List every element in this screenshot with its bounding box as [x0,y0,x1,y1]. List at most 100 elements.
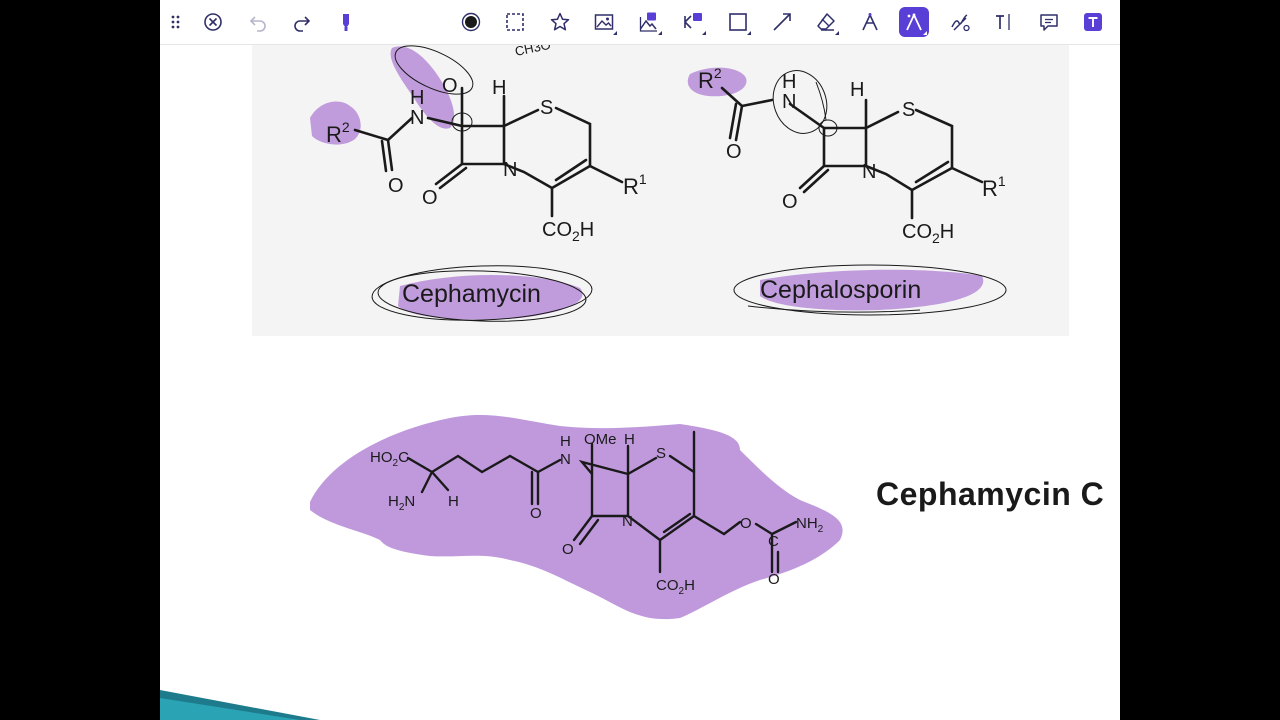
stereo-h-label: H [492,77,506,99]
eraser-icon [817,13,835,31]
cephamycin-c-atom-labels: HO2C H2N H O H N OMe H S N O O C NH2 O C… [370,431,824,597]
nh-h-label: H [410,87,424,109]
ring-nitrogen-label: N [622,513,633,530]
r2-label: R2 [698,65,722,93]
ring-h-label: H [624,431,635,448]
close-button[interactable] [198,7,228,37]
amide-oxygen-label: O [388,175,404,197]
comment-button[interactable] [1034,7,1064,37]
r2-label: R2 [326,119,350,147]
nh-n-label: N [782,91,796,113]
ho2c-label: HO2C [370,449,409,469]
pen-icon [862,13,878,31]
keyboard-input-icon [684,13,702,29]
line-icon [773,13,791,31]
submenu-indicator [613,31,617,35]
star-icon [550,12,570,31]
cephamycin-label: Cephamycin [402,280,541,308]
stereo-h-label: H [850,79,864,101]
submenu-indicator [702,31,706,35]
carboxyl-label: CO2H [902,221,954,246]
h2n-label: H2N [388,493,415,513]
eraser-button[interactable] [811,7,841,37]
cephamycin-atom-labels: R2 H N O O O H S N R1 CO2H CH3O [326,37,647,244]
star-button[interactable] [545,7,575,37]
submenu-indicator [747,31,751,35]
line-button[interactable] [767,7,797,37]
methoxy-oxygen-label: O [442,75,458,97]
carboxyl-label: CO2H [542,219,594,244]
redo-button[interactable] [287,7,317,37]
ring-nitrogen-label: N [503,159,517,181]
cephalosporin-structure [720,86,984,220]
keyboard-input-button[interactable] [678,7,708,37]
cephamycin-c-structure [406,430,798,574]
cephalosporin-highlight [687,67,984,311]
text-cursor-icon [996,14,1010,30]
sulfur-label: S [902,99,915,121]
lasso-select-icon [506,13,524,31]
pen-tool-active-button[interactable] [899,7,929,37]
nh2-label: NH2 [796,515,824,535]
text-box-button[interactable] [1078,7,1108,37]
ome-label: OMe [584,431,617,448]
slide-page: R2 H N O O O H S N R1 CO2H CH3O [160,0,1120,720]
cephalosporin-pen-annotations [733,70,1007,316]
close-icon [204,13,222,31]
nh-n-label: N [410,107,424,129]
sticker-button[interactable] [634,7,664,37]
sticker-icon [639,12,657,32]
amide-nh-h-label: H [560,433,571,450]
lactam-oxygen-label: O [782,191,798,213]
nh-h-label: H [782,71,796,93]
alpha-h-label: H [448,493,459,510]
cephamycin-structure [353,86,624,218]
comment-icon [1040,14,1058,31]
highlighter-button[interactable] [331,7,361,37]
amide-oxygen-label: O [726,141,742,163]
redo-icon [294,16,311,32]
hand-write-button[interactable] [945,7,975,37]
submenu-indicator [923,31,927,35]
rectangle-icon [729,13,747,31]
undo-icon [249,16,266,32]
pen-button[interactable] [855,7,885,37]
rectangle-button[interactable] [723,7,753,37]
ester-oxygen-label: O [740,515,752,532]
record-icon [461,12,481,32]
carboxyl-label: CO2H [656,577,695,597]
amide-n-label: N [560,451,571,468]
cephamycin-c-title: Cephamycin C [876,476,1105,512]
hand-write-icon [951,14,970,32]
submenu-indicator [835,31,839,35]
cephamycin-c-highlight [310,415,843,620]
cephalosporin-label: Cephalosporin [760,276,922,304]
annotation-toolbar [160,0,1120,45]
text-box-icon [1084,13,1102,31]
image-icon [594,14,614,30]
r1-label: R1 [623,171,647,199]
image-button[interactable] [589,7,619,37]
r1-label: R1 [982,173,1006,201]
text-cursor-button[interactable] [989,7,1019,37]
slide-corner-decoration [160,690,320,720]
lactam-oxygen-label: O [562,541,574,558]
cephamycin-pen-annotations [371,45,593,322]
chemical-structures-drawing: R2 H N O O O H S N R1 CO2H CH3O [310,37,1007,620]
carbamate-oxygen-label: O [768,571,780,588]
highlighter-icon [343,14,349,31]
record-button[interactable] [456,7,486,37]
pen-tool-active-icon [906,12,922,31]
cephamycin-highlight [310,46,583,320]
undo-button[interactable] [243,7,273,37]
ring-nitrogen-label: N [862,161,876,183]
sulfur-label: S [656,445,666,462]
lasso-select-button[interactable] [500,7,530,37]
drag-handle-icon [171,15,180,29]
sulfur-label: S [540,97,553,119]
carbamate-c-label: C [768,533,779,550]
submenu-indicator [658,31,662,35]
amide-oxygen-label: O [530,505,542,522]
drag-handle-button[interactable] [160,7,190,37]
cephalosporin-atom-labels: R2 H N O O H S N R1 CO2H [698,65,1006,246]
